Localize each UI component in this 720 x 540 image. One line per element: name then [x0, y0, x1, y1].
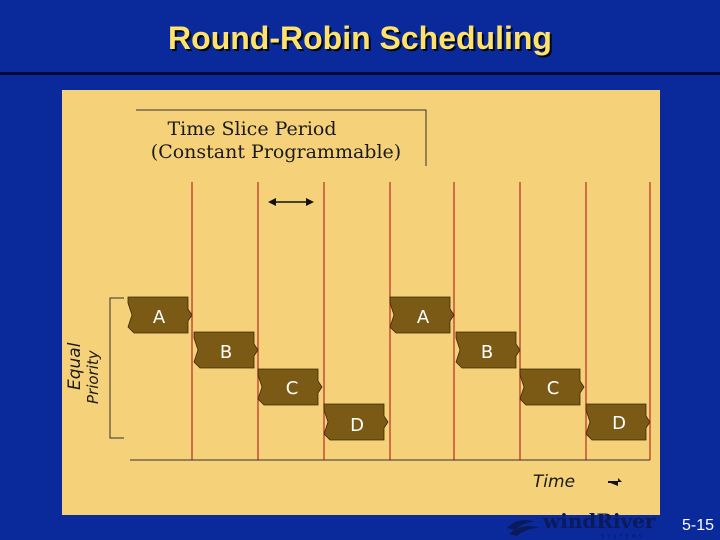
task-row-b: B B — [193, 331, 521, 369]
windriver-logo: windRiver SYSTEMS — [507, 509, 656, 540]
task-row-c: C C — [257, 368, 585, 406]
task-label-d: D — [350, 415, 364, 436]
logo-subtext: SYSTEMS — [601, 534, 645, 540]
logo-mark-icon — [507, 520, 539, 536]
task-label-b: B — [481, 342, 493, 363]
task-label-c: C — [286, 378, 299, 399]
page-number: 5-15 — [681, 517, 714, 534]
time-slice-arrow — [268, 198, 314, 206]
label-box-line2: (Constant Programmable) — [151, 141, 401, 163]
title-divider — [0, 72, 720, 75]
y-label-equal: Equal — [65, 342, 85, 390]
task-row-d: D D — [323, 403, 651, 441]
task-label-b: B — [220, 342, 232, 363]
task-label-c: C — [547, 378, 560, 399]
logo-text: windRiver — [542, 509, 656, 533]
y-axis-label: Equal Priority — [65, 342, 102, 404]
task-row-a: A A — [127, 296, 455, 334]
task-label-a: A — [153, 307, 166, 328]
priority-bracket — [109, 297, 124, 439]
y-label-priority: Priority — [84, 349, 102, 404]
diagram-panel: Time Slice Period (Constant Programmable… — [62, 90, 660, 515]
round-robin-diagram: Time Slice Period (Constant Programmable… — [65, 109, 651, 492]
label-box-line1: Time Slice Period — [167, 118, 336, 140]
time-slice-lines — [191, 182, 651, 460]
label-box-border — [136, 109, 427, 166]
x-axis-label: Time — [533, 472, 575, 492]
slide-title: Round-Robin Scheduling — [168, 20, 552, 56]
task-label-a: A — [417, 307, 430, 328]
task-label-d: D — [612, 413, 626, 434]
